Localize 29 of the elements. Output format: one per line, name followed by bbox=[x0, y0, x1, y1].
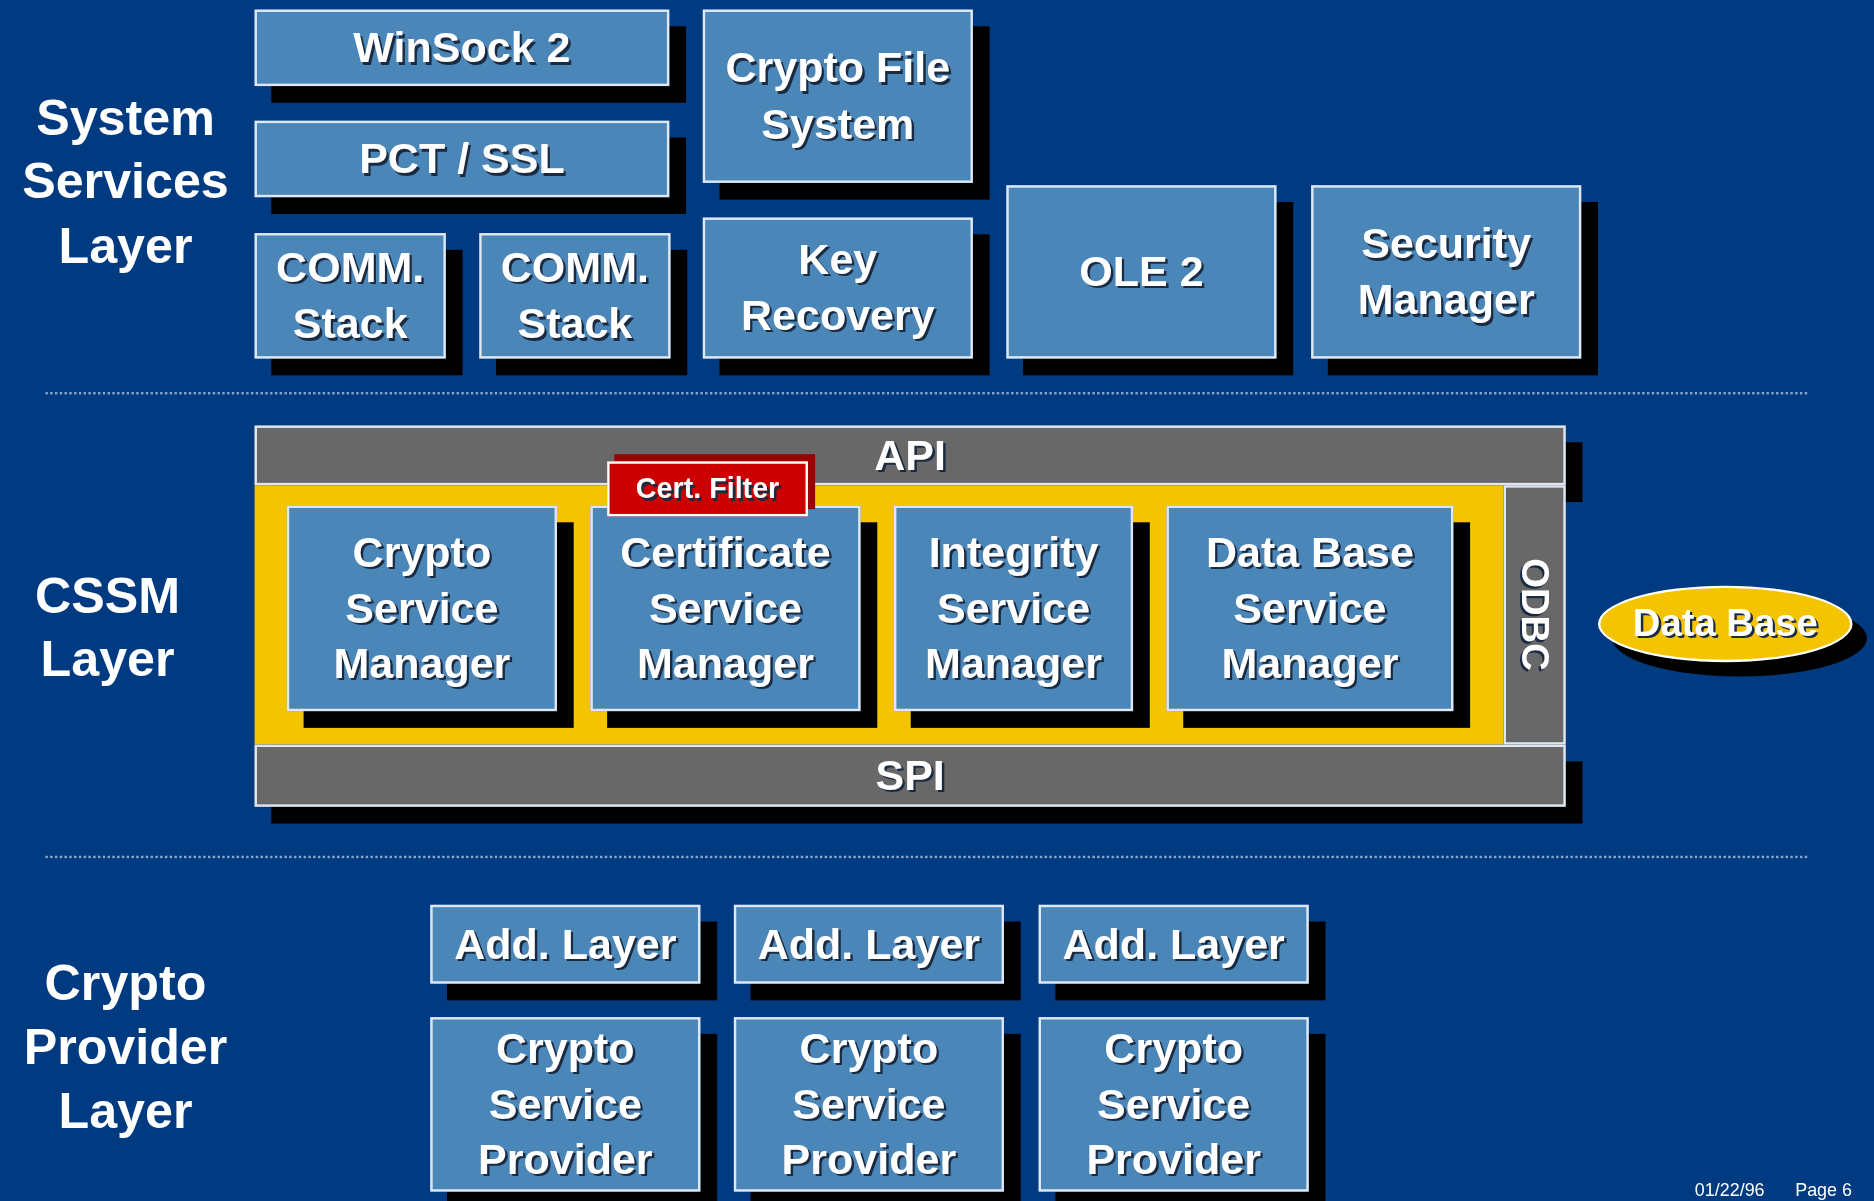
node-label: Data Base Service Manager bbox=[1204, 525, 1415, 690]
layer-label: CSSM Layer bbox=[34, 566, 182, 690]
node-label: Integrity Service Manager bbox=[924, 525, 1103, 690]
layer-label: System Services Layer bbox=[21, 88, 230, 276]
node-label: Add. Layer bbox=[453, 917, 678, 970]
node-label: Crypto Service Provider bbox=[780, 1021, 958, 1186]
node-label: Key Recovery bbox=[739, 233, 936, 342]
node-label: Crypto Service Provider bbox=[1085, 1021, 1262, 1186]
node-label: Crypto File System bbox=[724, 41, 952, 150]
node-label: Crypto Service Provider bbox=[477, 1021, 654, 1186]
node-label: Security Manager bbox=[1356, 217, 1536, 326]
interface-bar bbox=[1503, 485, 1566, 745]
layer-label: Crypto Provider Layer bbox=[22, 953, 229, 1141]
node-label: Add. Layer bbox=[756, 917, 982, 970]
node-label: Certificate Service Manager bbox=[619, 525, 832, 690]
date-label: 01/22/96 bbox=[1694, 1179, 1765, 1200]
node-label: OLE 2 bbox=[1078, 245, 1205, 298]
node-label: Data Base bbox=[1631, 600, 1819, 647]
node-label: WinSock 2 bbox=[352, 21, 572, 74]
node-label: Crypto Service Manager bbox=[332, 525, 512, 690]
page-number: Page 6 bbox=[1795, 1179, 1852, 1200]
interface-label: API bbox=[873, 428, 947, 481]
node-label: Add. Layer bbox=[1061, 917, 1286, 970]
node-label: COMM. Stack bbox=[275, 241, 426, 350]
node-label: COMM. Stack bbox=[499, 241, 650, 350]
interface-label: ODBC bbox=[1513, 558, 1559, 672]
interface-label: SPI bbox=[874, 749, 946, 802]
node-label: Cert. Filter bbox=[634, 471, 781, 507]
node-label: PCT / SSL bbox=[358, 132, 566, 185]
